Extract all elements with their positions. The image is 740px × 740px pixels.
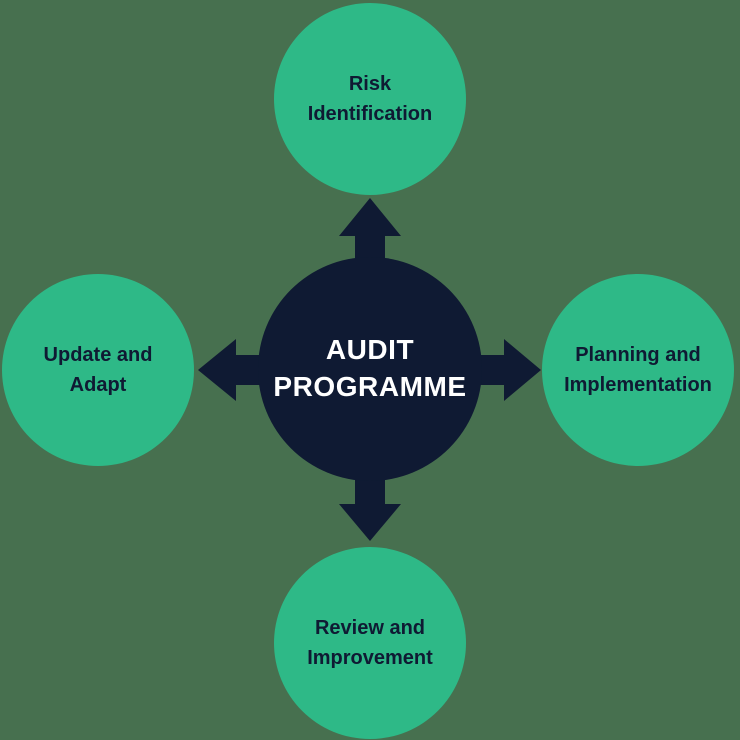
node-planning-and-implementation: Planning and Implementation [542, 274, 734, 466]
node-update-and-adapt: Update and Adapt [2, 274, 194, 466]
node-label-line: Planning and [575, 344, 701, 366]
node-label: Risk Identification [308, 69, 432, 129]
node-label-line: Identification [307, 103, 433, 125]
node-label: Planning and Implementation [564, 340, 712, 400]
node-review-and-improvement: Review and Improvement [274, 547, 466, 739]
center-node-audit-programme: AUDIT PROGRAMME [258, 257, 482, 481]
node-label-line: Risk [348, 73, 392, 95]
center-label: AUDIT PROGRAMME [273, 332, 466, 406]
center-label-line: AUDIT [325, 334, 415, 366]
arrow-left-icon [198, 339, 272, 401]
node-label-line: Implementation [564, 374, 712, 396]
node-label: Update and Adapt [44, 340, 153, 400]
arrow-up-icon [339, 198, 401, 272]
node-risk-identification: Risk Identification [274, 3, 466, 195]
node-label-line: Adapt [69, 374, 127, 396]
arrow-down-icon [339, 468, 401, 541]
node-label: Review and Improvement [307, 613, 433, 673]
node-label-line: Review and [314, 617, 426, 639]
node-label-line: Update and [43, 344, 153, 366]
center-label-line: PROGRAMME [273, 371, 467, 402]
node-label-line: Improvement [307, 647, 433, 669]
arrow-right-icon [468, 339, 541, 401]
